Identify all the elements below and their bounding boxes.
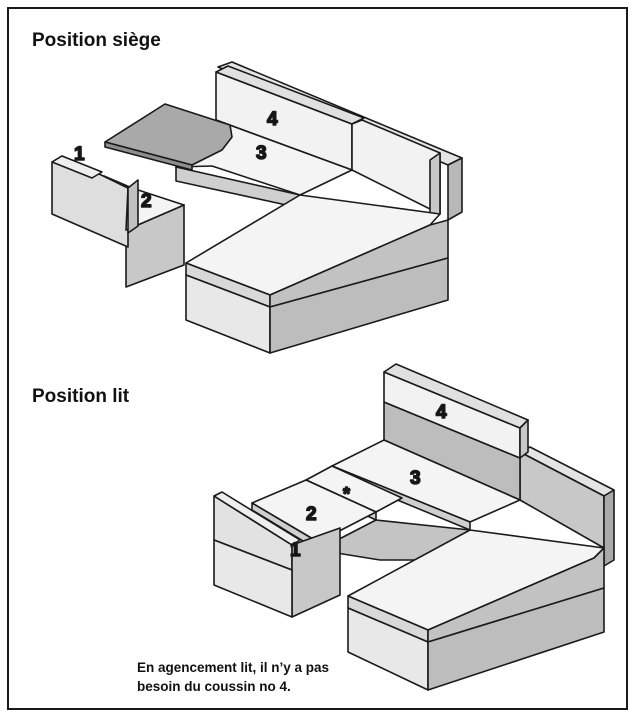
bed-label-3: 3 [410,468,421,489]
seat-table-edge [104,141,193,171]
bed-left-base-front [213,539,293,618]
seat-position-title: Position siège [32,30,161,51]
bed-right-base-side [427,587,605,691]
seat-label-2: 2 [141,191,152,212]
seat-left-backrest-1-top [51,155,103,179]
bed-position-title: Position lit [32,386,130,407]
seat-label-4: 4 [267,109,278,130]
bed-right-bench-side [427,547,605,643]
bed-label-4: 4 [436,402,447,423]
seat-right-bench-side [269,219,449,308]
seat-backrest-4-top [215,65,365,125]
seat-backrest-right [351,119,441,215]
seat-left-cushion-2 [103,175,185,231]
bed-backrest-4-side [519,419,529,459]
seat-label-3: 3 [256,143,267,164]
seat-diagram: 1 2 3 4 [51,61,463,354]
bed-back-wall-side [603,489,615,567]
seat-right-base-side [269,257,449,354]
bed-left-panel-edge [213,491,301,546]
bed-label-1: 1 [290,540,301,561]
seat-left-armrest [127,179,139,234]
bed-diagram: 4 3 * 2 1 [213,363,615,691]
bed-note-line-2: besoin du coussin no 4. [137,679,291,694]
bed-label-star: * [343,484,350,504]
bed-note-line-1: En agencement lit, il n’y a pas [137,660,330,675]
bed-note: En agencement lit, il n’y a pas besoin d… [137,658,329,696]
seat-back-wall [447,157,463,221]
seat-label-1: 1 [74,144,85,165]
bed-label-2: 2 [306,504,317,525]
seat-backrest-right-side [429,152,441,219]
